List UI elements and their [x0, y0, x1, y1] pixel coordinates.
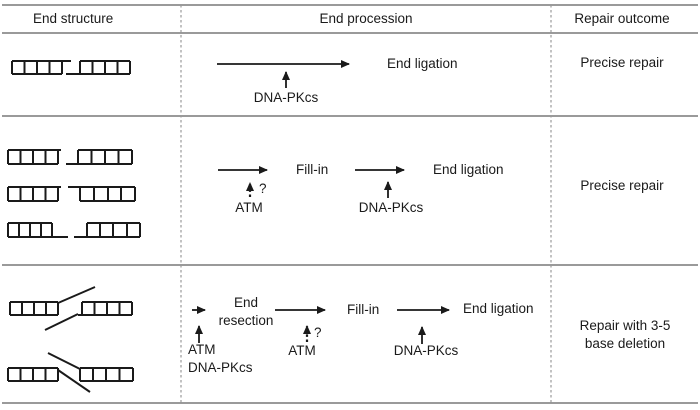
ssdna-flap-down [44, 313, 79, 331]
ssdna-flap-up [47, 352, 81, 370]
row3-outcome-line1: Repair with 3-5 [579, 318, 671, 333]
dna-duplex-left [7, 149, 61, 165]
row3-resection-line2: resection [218, 313, 274, 328]
row3-fill-in-label: Fill-in [347, 302, 380, 317]
header-end-procession: End procession [319, 11, 413, 26]
dna-duplex-right [66, 60, 131, 75]
dna-overhang-pair-1 [7, 149, 133, 165]
dna-flap-pair-1 [9, 286, 133, 331]
row3-outcome-line2: base deletion [584, 336, 666, 351]
row3-atm-label: ATM [288, 343, 316, 358]
row1-process-arrows [217, 60, 350, 88]
row3-resection-label: End resection [219, 294, 274, 330]
row3-question-mark: ? [314, 325, 322, 340]
dna-duplex-right [74, 222, 141, 238]
row2-kinase-label: DNA-PKcs [358, 200, 424, 215]
ssdna-flap-down [57, 369, 91, 393]
dna-duplex-left [7, 367, 59, 382]
dna-overhang-pair-3 [7, 222, 141, 238]
table-grid [2, 4, 698, 404]
dna-duplex-right [78, 301, 133, 316]
row3-kinase-label: DNA-PKcs [393, 343, 459, 358]
ssdna-flap-up [57, 286, 96, 304]
row1-kinase-label: DNA-PKcs [253, 90, 319, 105]
dna-duplex-right [79, 367, 134, 382]
row2-question-mark: ? [259, 181, 267, 196]
dna-duplex-left [9, 301, 59, 316]
row3-resection-line1: End [233, 295, 259, 310]
dna-duplex-right [66, 149, 133, 165]
row1-step-label: End ligation [387, 56, 458, 71]
dna-duplex-right [68, 186, 136, 202]
row3-resection-kinases-label: ATM DNA-PKcs [188, 341, 253, 377]
row2-atm-label: ATM [235, 200, 263, 215]
row3-step-label: End ligation [463, 301, 534, 316]
dna-flap-pair-2 [7, 352, 134, 393]
row1-outcome-label: Precise repair [580, 55, 664, 70]
row2-fill-in-label: Fill-in [296, 162, 329, 177]
row3-process-arrows [192, 306, 450, 344]
row2-step-label: End ligation [433, 162, 504, 177]
row2-process-arrows [218, 166, 405, 198]
row3-resection-kinase-line1: ATM [188, 342, 216, 357]
dna-duplex-left [7, 222, 68, 238]
column-dividers [180, 5, 552, 403]
dna-overhang-pair-2 [7, 186, 136, 202]
header-repair-outcome: Repair outcome [574, 11, 670, 26]
row2-outcome-label: Precise repair [580, 178, 664, 193]
dna-blunt-end-pair [11, 60, 131, 75]
row3-resection-kinase-line2: DNA-PKcs [188, 360, 253, 375]
row3-outcome-label: Repair with 3-5 base deletion [580, 317, 671, 353]
dna-duplex-left [11, 60, 71, 75]
header-end-structure: End structure [33, 11, 114, 26]
dna-duplex-left [7, 186, 61, 202]
